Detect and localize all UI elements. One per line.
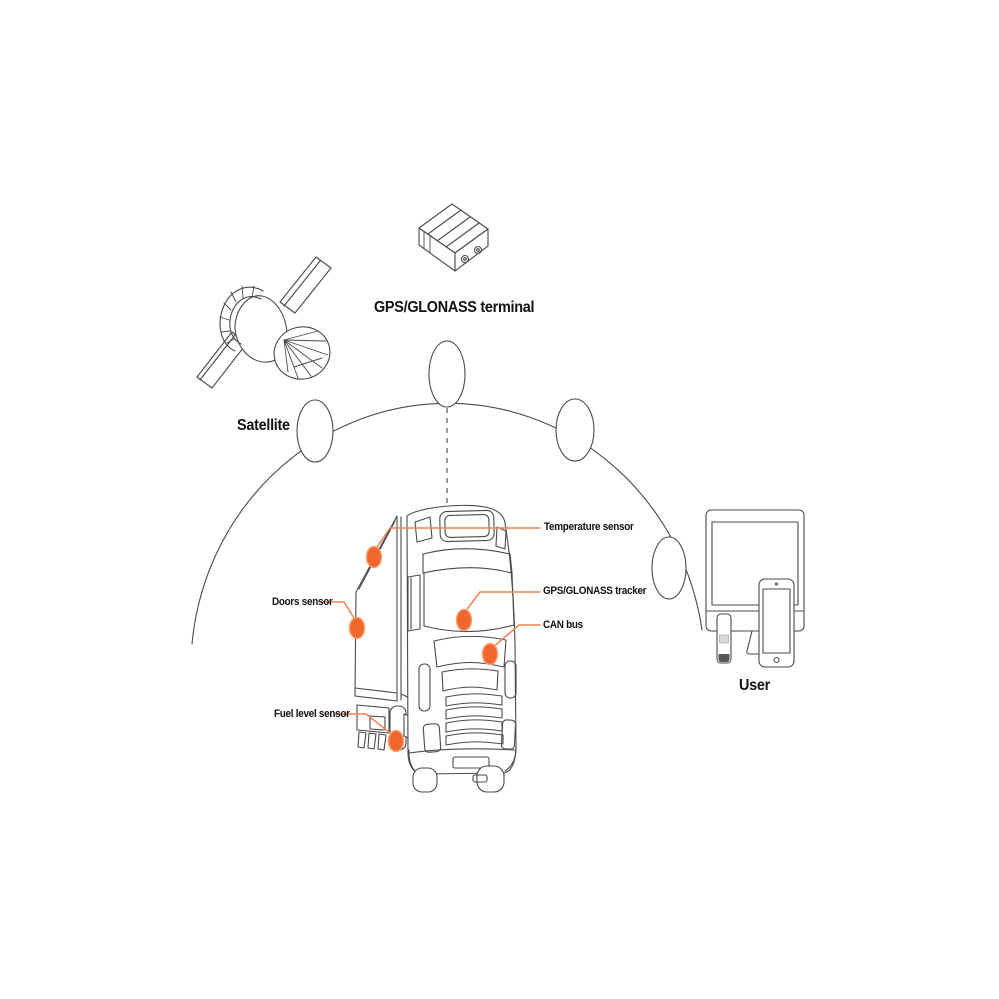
sensor-dots [348, 545, 499, 753]
gps-tracker-leader-line [464, 591, 541, 613]
signal-node-ellipses [296, 340, 687, 600]
truck-mirror [504, 660, 517, 699]
signal-node-ellipse [296, 399, 334, 463]
truck-mirror [418, 663, 431, 712]
monitor-screen [711, 521, 799, 606]
doors-sensor-dot [348, 616, 366, 640]
truck-windshield [423, 624, 515, 633]
truck-plate [452, 756, 490, 769]
truck-trailer [354, 515, 398, 702]
truck-headlight [422, 723, 442, 753]
satellite-illustration [196, 256, 332, 389]
usb-modem-illustration [716, 613, 732, 664]
fuel-sensor-dot [387, 729, 405, 753]
can-bus-dot [481, 642, 499, 666]
phone-screen [762, 588, 791, 654]
smartphone-illustration [758, 578, 795, 668]
temperature-sensor-dot [365, 545, 383, 569]
truck-front-wheel [412, 767, 438, 793]
signal-node-ellipse [651, 536, 687, 600]
gps-tracker-dot [455, 608, 473, 632]
can-bus-leader-line [491, 624, 541, 649]
phone-body [758, 578, 795, 668]
usb-modem-cap [718, 654, 730, 662]
gps-tracker-label: GPS/GLONASS tracker [543, 585, 647, 597]
doors-sensor-label: Doors sensor [272, 596, 333, 608]
truck-headlight [500, 719, 517, 750]
satellite-label: Satellite [237, 417, 290, 434]
fuel-level-sensor-label: Fuel level sensor [274, 708, 350, 720]
signal-node-ellipse [555, 398, 595, 462]
gps-terminal-label: GPS/GLONASS terminal [374, 299, 535, 316]
phone-camera-dot [774, 582, 779, 586]
fuel-leader-line [334, 713, 395, 737]
can-bus-label: CAN bus [543, 619, 583, 631]
user-label: User [739, 677, 770, 694]
temperature-leader-line [374, 527, 541, 551]
signal-node-ellipse [428, 340, 466, 408]
usb-modem-label [719, 634, 729, 644]
phone-home-button [773, 656, 780, 664]
truck-grille [433, 635, 507, 668]
gps-terminal-illustration [418, 203, 489, 272]
doors-leader-line [320, 601, 357, 622]
sensor-leader-lines [320, 527, 541, 737]
terminal-connector [473, 245, 483, 255]
truck-front-wheel [476, 765, 505, 793]
terminal-connector [460, 254, 470, 264]
truck-illustration [354, 504, 517, 793]
temperature-sensor-label: Temperature sensor [544, 521, 634, 533]
